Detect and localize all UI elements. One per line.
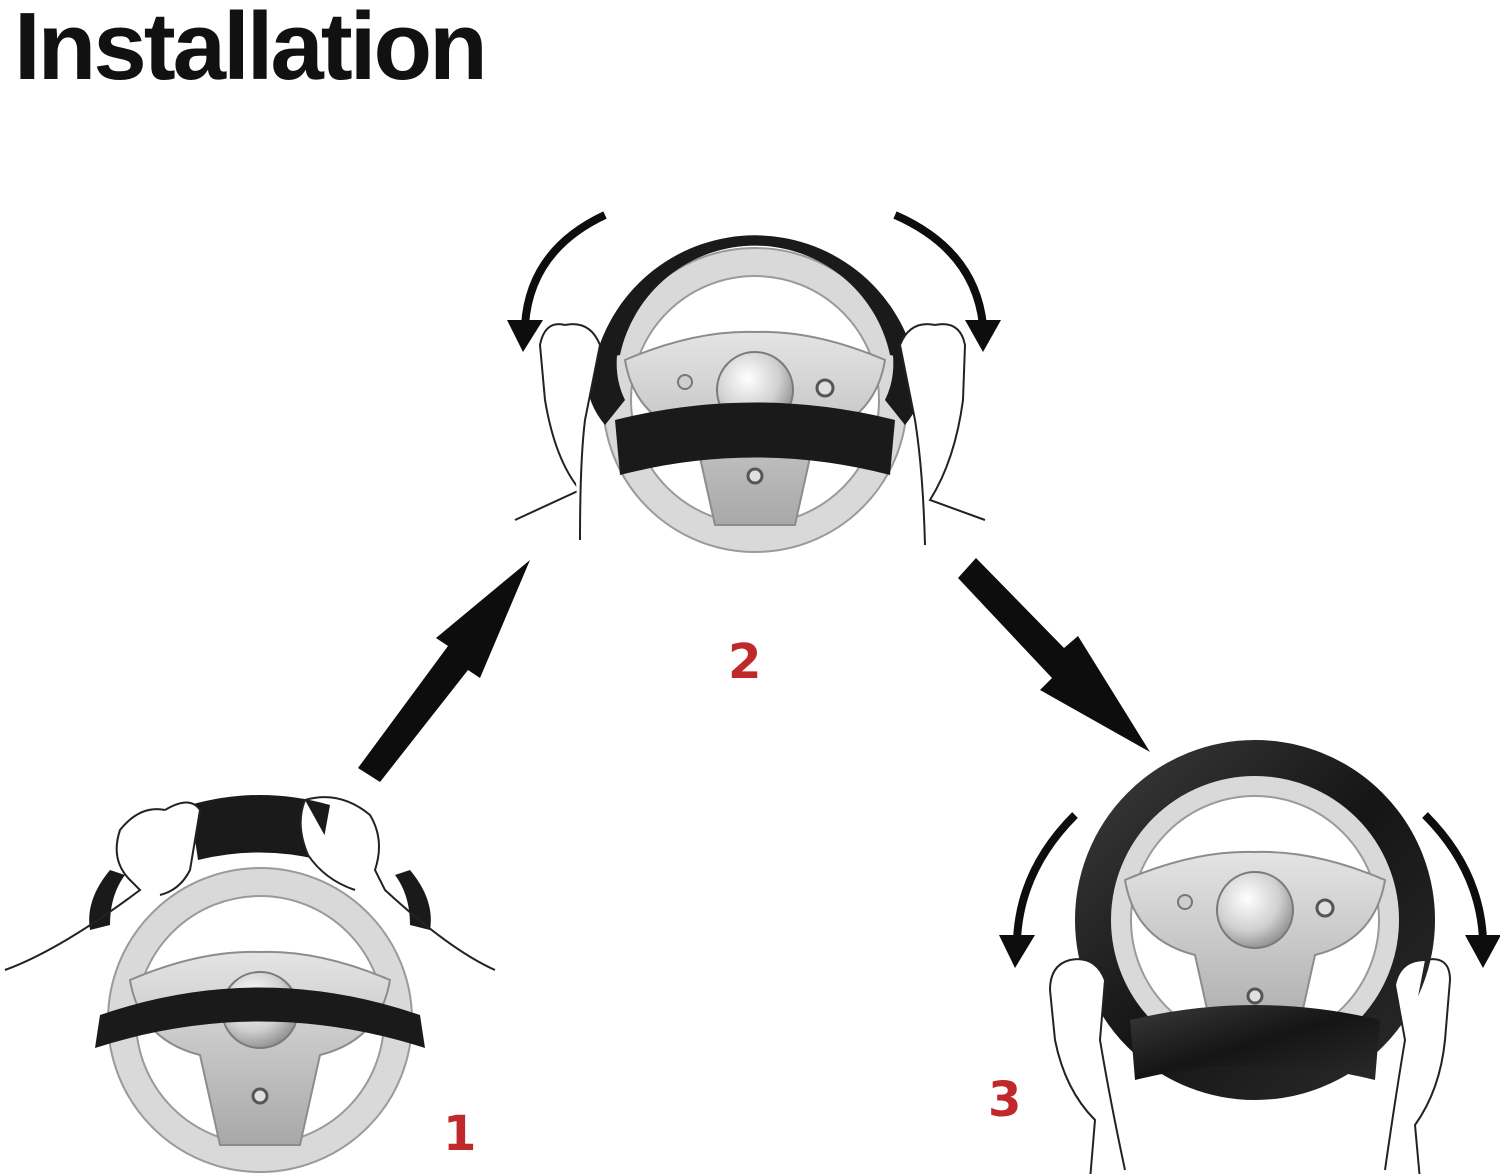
step-2-number: 2 <box>728 634 761 690</box>
hand-icon <box>928 323 986 521</box>
hand-icon <box>4 808 166 971</box>
hand-icon <box>514 323 582 521</box>
step-3-wheel <box>999 740 1500 1174</box>
hand-icon <box>1048 959 1097 1174</box>
step-3-number: 3 <box>988 1072 1021 1128</box>
curved-arrow-icon <box>893 211 987 326</box>
page-title: Installation <box>14 0 488 100</box>
arrow-down-right-icon <box>958 558 1150 752</box>
curved-arrow-icon <box>1013 812 1078 941</box>
curved-arrow-icon <box>1422 812 1487 941</box>
step-2-wheel <box>507 211 1001 552</box>
hand-icon <box>1413 958 1452 1174</box>
hand-icon <box>304 796 496 971</box>
curved-arrow-icon <box>521 211 607 326</box>
arrow-up-right-icon <box>358 560 530 782</box>
step-1-number: 1 <box>443 1106 476 1162</box>
step-1-wheel <box>4 795 496 1172</box>
